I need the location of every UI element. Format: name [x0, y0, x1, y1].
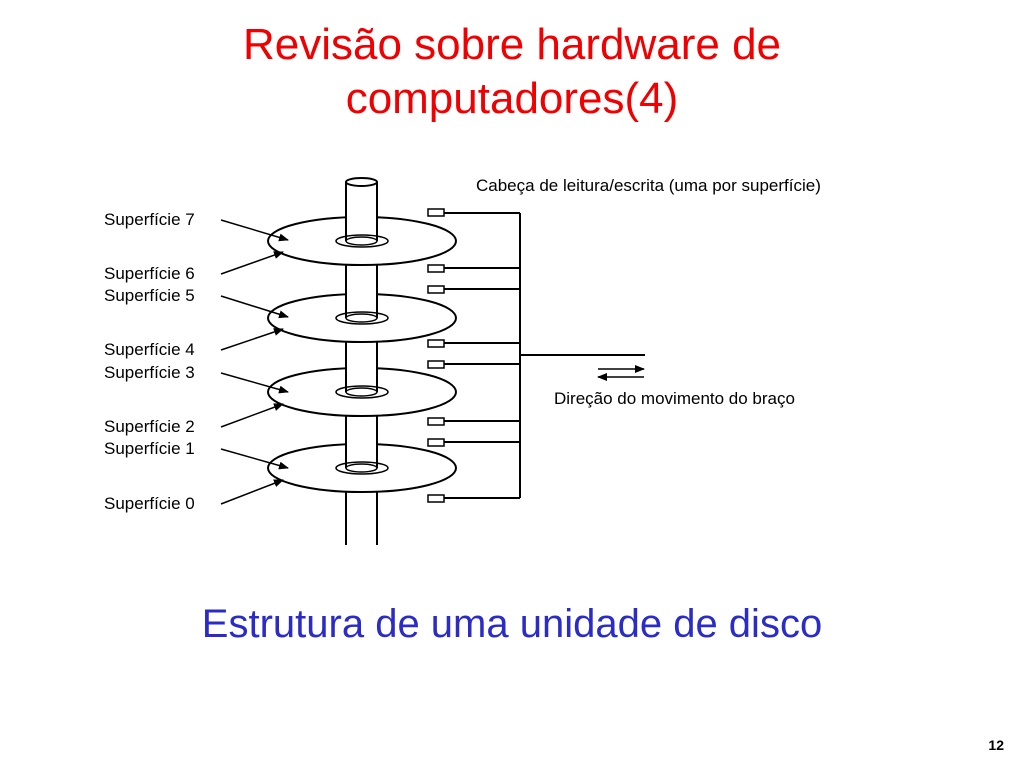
surface-label: Superfície 1 [104, 439, 195, 458]
page-number: 12 [988, 737, 1004, 753]
read-write-heads [427, 208, 445, 503]
spindle-top [345, 177, 378, 187]
surface-label: Superfície 5 [104, 286, 195, 305]
read-write-head [427, 264, 445, 273]
surface-labels: Superfície 7 Superfície 6 Superfície 5 S… [104, 210, 195, 513]
read-write-head [427, 438, 445, 447]
read-write-head [427, 285, 445, 294]
read-write-head [427, 360, 445, 369]
surface-label: Superfície 3 [104, 363, 195, 382]
slide-title-line: Revisão sobre hardware de [242, 20, 782, 69]
surface-label: Superfície 6 [104, 264, 195, 283]
read-write-arm [444, 212, 645, 499]
read-write-head [427, 208, 445, 217]
surface-leaders [220, 219, 289, 505]
arm-direction-arrows [597, 365, 645, 381]
platter [267, 210, 457, 266]
diagram-caption: Estrutura de uma unidade de disco [201, 602, 823, 646]
head-label: Cabeça de leitura/escrita (uma por super… [476, 176, 821, 195]
slide-title: Revisão sobre hardware de computadores(4… [0, 18, 1024, 126]
platter [267, 266, 457, 343]
surface-label: Superfície 4 [104, 340, 195, 359]
surface-label: Superfície 2 [104, 417, 195, 436]
read-write-head [427, 417, 445, 426]
platter [267, 417, 457, 493]
surface-label: Superfície 0 [104, 494, 195, 513]
direction-label: Direção do movimento do braço [554, 389, 795, 408]
read-write-head [427, 494, 445, 503]
surface-label: Superfície 7 [104, 210, 195, 229]
platter [267, 343, 457, 417]
slide-title-line: computadores(4) [345, 74, 679, 123]
read-write-head [427, 339, 445, 348]
